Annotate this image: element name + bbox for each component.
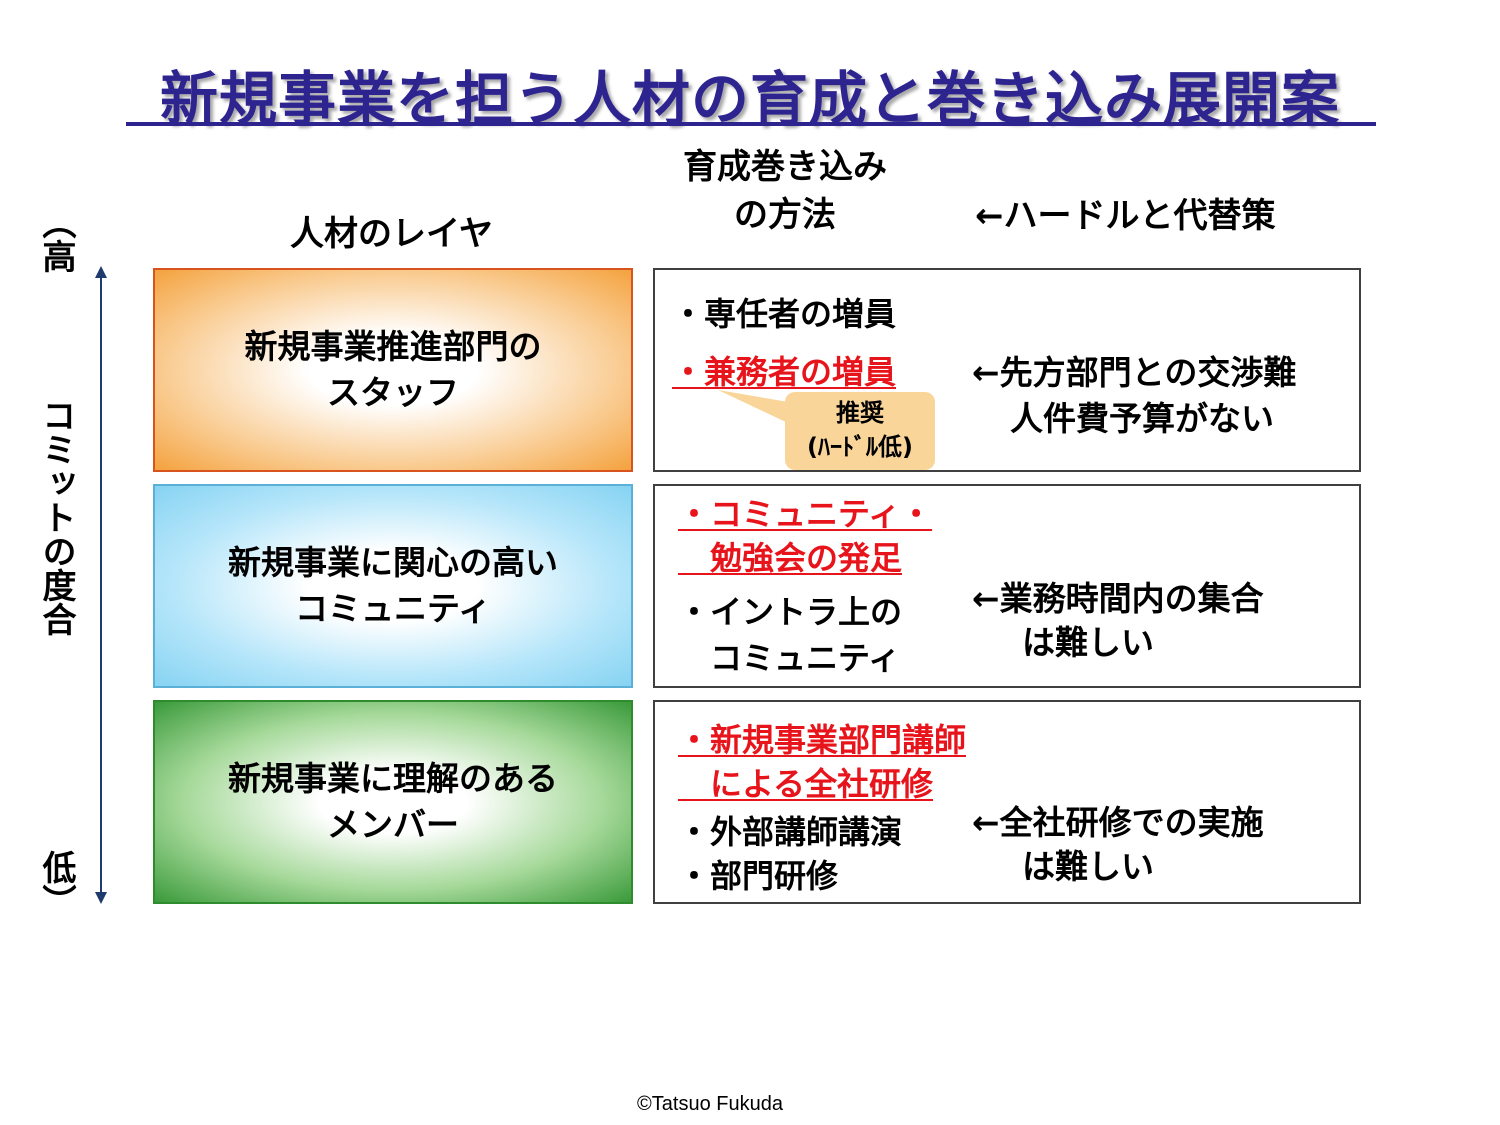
layer-label: 新規事業に理解のある	[228, 759, 558, 798]
method-box-community	[653, 484, 1361, 688]
method-box-members	[653, 700, 1361, 904]
layer-label: 新規事業に関心の高い	[228, 543, 558, 582]
copyright: ©Tatsuo Fukuda	[637, 1093, 783, 1115]
hurdle-text: は難しい	[1022, 623, 1154, 662]
method-item-highlight: ・新規事業部門講師	[678, 721, 967, 759]
method-box-staff	[653, 268, 1361, 472]
layer-label: コミュニティ	[294, 589, 492, 628]
layer-box-members: 新規事業に理解のある メンバー	[153, 700, 633, 904]
method-item-highlight: 勉強会の発足	[678, 539, 903, 577]
header-method-line2: の方法	[734, 195, 836, 235]
recommend-callout: 推奨 (ﾊｰﾄﾞﾙ低)	[785, 392, 935, 470]
hurdle-text: ←全社研修での実施	[972, 803, 1264, 842]
hurdle-text: ←先方部門との交渉難	[972, 353, 1297, 392]
layer-label: メンバー	[327, 805, 459, 844]
axis-label-commitment: コミットの度合	[36, 398, 76, 636]
method-item-highlight: による全社研修	[678, 765, 934, 803]
header-hurdle: ←ハードルと代替策	[975, 196, 1276, 236]
layer-box-staff: 新規事業推進部門の スタッフ	[153, 268, 633, 472]
callout-label: 推奨	[836, 399, 884, 427]
method-item-highlight: ・兼務者の増員	[672, 353, 897, 391]
hurdle-text: ←業務時間内の集合	[972, 579, 1264, 618]
method-item: コミュニティ	[678, 639, 901, 677]
method-item: ・外部講師講演	[678, 813, 903, 851]
method-item: ・専任者の増員	[672, 295, 897, 333]
header-layer: 人材のレイヤ	[290, 214, 493, 254]
method-item: ・部門研修	[678, 857, 839, 895]
layer-label: 新規事業推進部門の	[244, 327, 542, 366]
arrow-up-icon	[95, 266, 107, 278]
layer-box-community: 新規事業に関心の高い コミュニティ	[153, 484, 633, 688]
arrow-down-icon	[95, 892, 107, 904]
page-title: 新規事業を担う人材の育成と巻き込み展開案	[159, 65, 1340, 133]
title-underline	[126, 122, 1376, 126]
method-item-highlight: ・コミュニティ・	[678, 495, 933, 533]
axis-label-low: 低）	[36, 850, 76, 918]
hurdle-text: は難しい	[1022, 847, 1154, 886]
method-item: ・イントラ上の	[678, 593, 903, 631]
header-method-line1: 育成巻き込み	[683, 147, 887, 187]
axis-line	[100, 272, 102, 894]
callout-label: (ﾊｰﾄﾞﾙ低)	[807, 433, 913, 461]
layer-label: スタッフ	[327, 373, 459, 412]
header-method: 育成巻き込み の方法	[640, 143, 930, 239]
hurdle-text: 人件費予算がない	[1010, 399, 1274, 438]
axis-label-high: （高	[36, 205, 76, 273]
